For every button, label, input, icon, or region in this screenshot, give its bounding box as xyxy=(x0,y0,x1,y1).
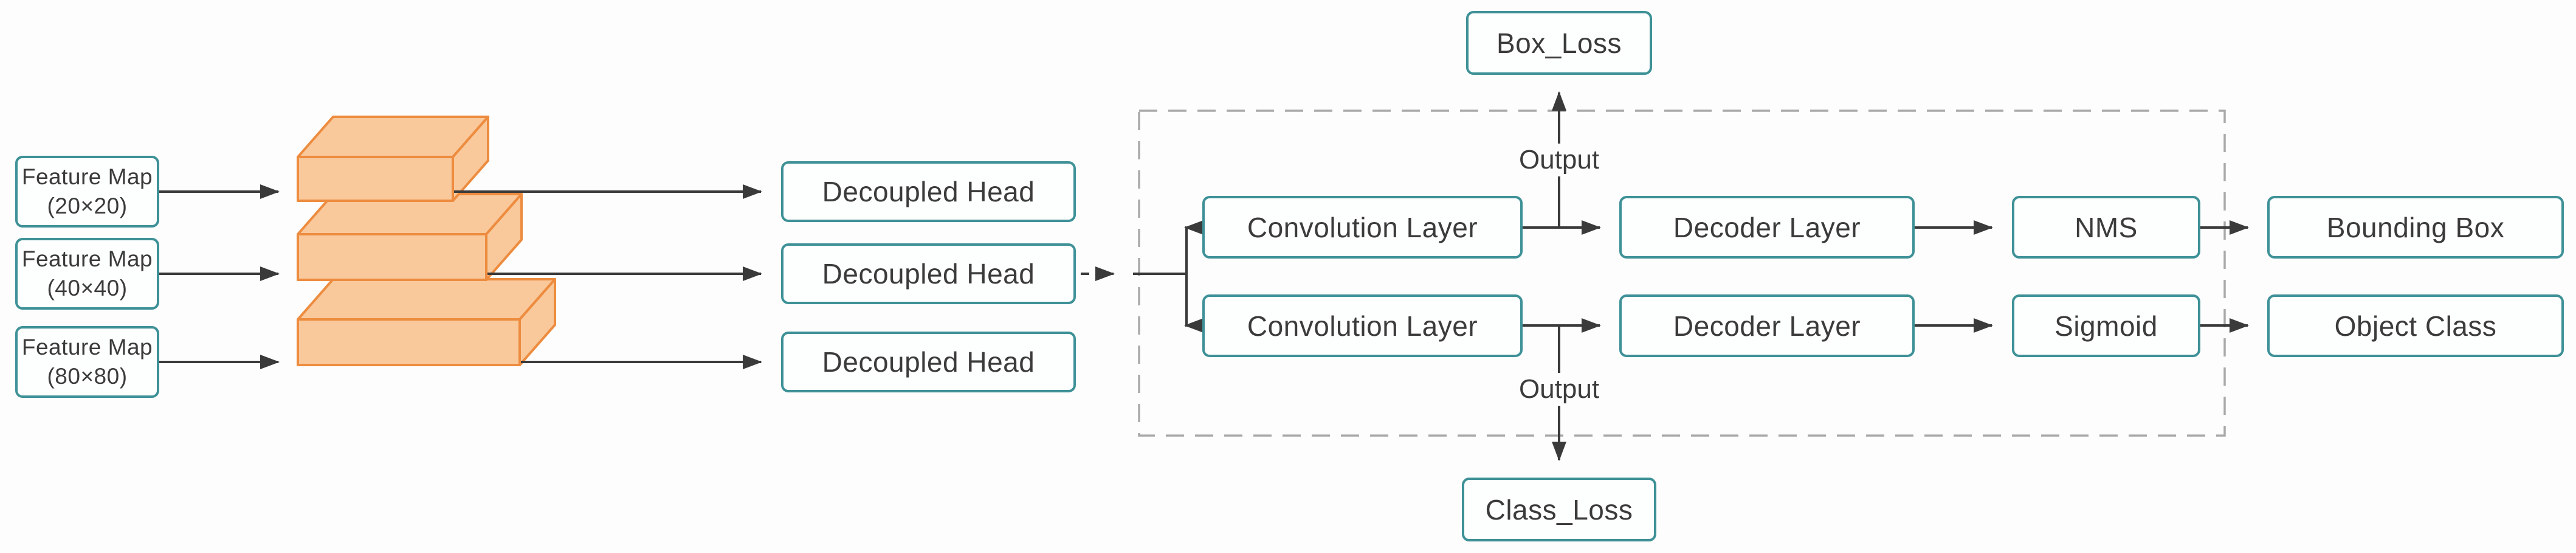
nms-box: NMS xyxy=(2012,196,2200,259)
feature-map-20x20-size: (20×20) xyxy=(47,193,128,218)
decoupled-head-2-box: Decoupled Head xyxy=(781,243,1076,304)
bounding-box-result-box: Bounding Box xyxy=(2267,196,2564,259)
feature-map-40x40-box: Feature Map (40×40) xyxy=(15,238,159,310)
feature-map-80x80-label: Feature Map xyxy=(21,334,153,360)
feature-map-20x20-label: Feature Map xyxy=(21,164,153,189)
feature-map-20x20-box: Feature Map (20×20) xyxy=(15,156,159,228)
feature-map-slab-20x20 xyxy=(297,116,489,202)
feature-map-slab-40x40 xyxy=(297,193,523,281)
object-class-result-box: Object Class xyxy=(2267,294,2564,357)
head-module-dashed-frame xyxy=(1138,110,2226,437)
convolution-layer-class-branch: Convolution Layer xyxy=(1202,294,1523,357)
feature-map-slab-80x80 xyxy=(297,278,556,366)
box-loss-box: Box_Loss xyxy=(1466,11,1652,75)
decoupled-head-3-box: Decoupled Head xyxy=(781,332,1076,392)
feature-map-40x40-label: Feature Map xyxy=(21,246,153,271)
output-label-box-branch: Output xyxy=(1512,144,1606,176)
convolution-layer-box-branch: Convolution Layer xyxy=(1202,196,1523,259)
decoder-layer-class-branch: Decoder Layer xyxy=(1619,294,1915,357)
decoder-layer-box-branch: Decoder Layer xyxy=(1619,196,1915,259)
feature-map-80x80-box: Feature Map (80×80) xyxy=(15,326,159,398)
feature-map-80x80-size: (80×80) xyxy=(47,364,128,389)
feature-map-40x40-size: (40×40) xyxy=(47,276,128,301)
output-label-class-branch: Output xyxy=(1512,373,1606,406)
decoupled-head-1-box: Decoupled Head xyxy=(781,161,1076,222)
class-loss-box: Class_Loss xyxy=(1462,478,1656,541)
sigmoid-box: Sigmoid xyxy=(2012,294,2200,357)
